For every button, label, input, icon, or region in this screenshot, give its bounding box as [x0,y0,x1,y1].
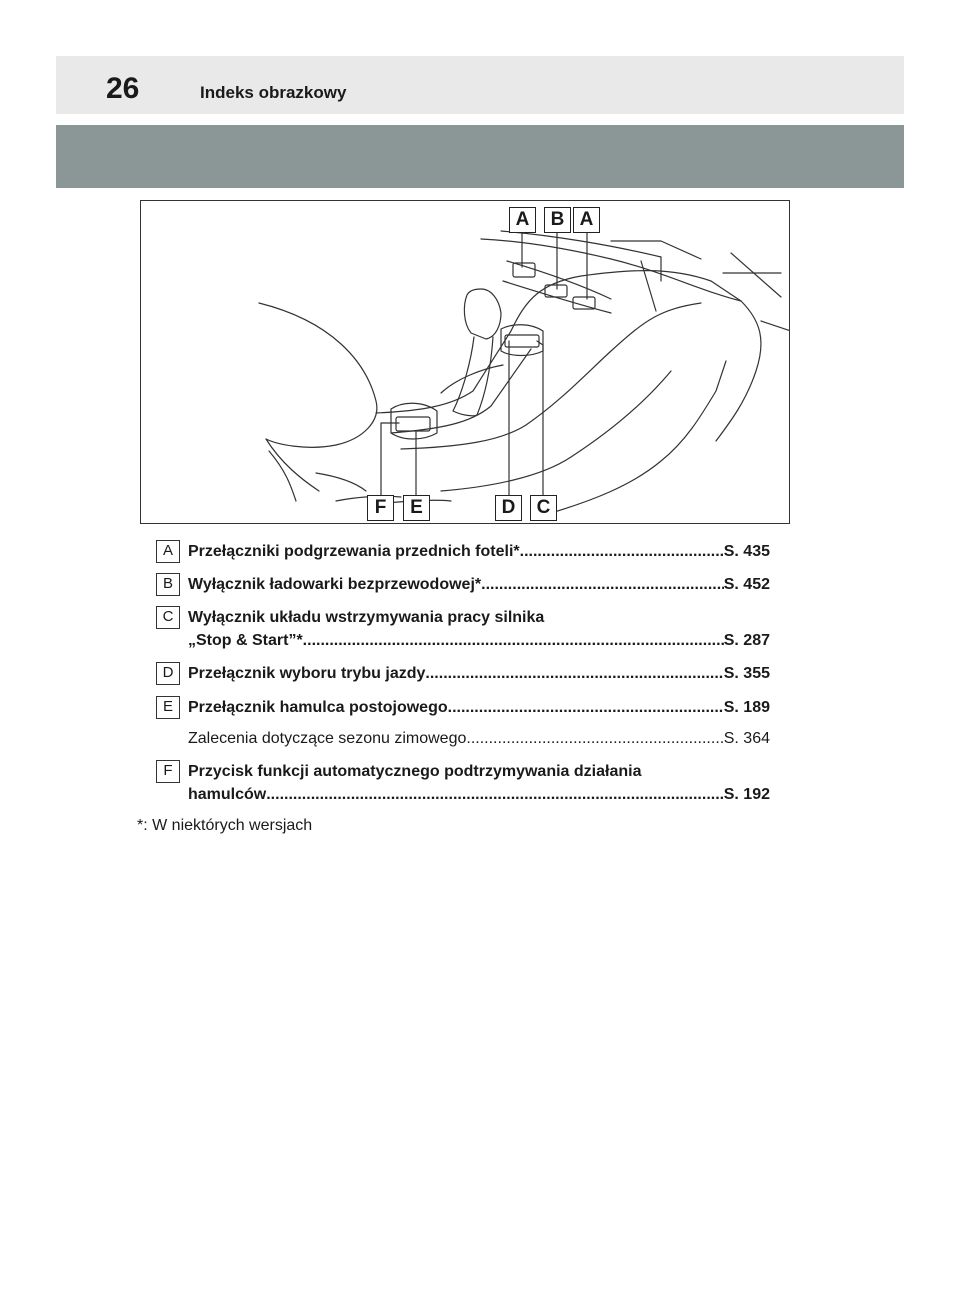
callout-bottom-d: D [495,495,522,521]
entry-key: D [156,662,180,685]
dot-leader [303,629,724,652]
entry-page-ref[interactable]: S. 452 [723,576,770,593]
entry-line: Przełączniki podgrzewania przednich fote… [188,540,770,563]
dot-leader [266,783,724,806]
header-band [56,125,904,188]
entry-page-ref[interactable]: S. 192 [723,786,770,803]
entry-text: Przełącznik wyboru trybu jazdy [188,665,426,682]
entry-c: C Wyłącznik układu wstrzymywania pracy s… [156,606,776,652]
entry-key: C [156,606,180,629]
dot-leader [481,573,724,596]
dot-leader [466,727,723,750]
entry-page-ref[interactable]: S. 189 [723,699,770,716]
dot-leader [425,662,723,685]
console-illustration: A B A F E D C [140,200,790,524]
entry-text: „Stop & Start”* [188,632,303,649]
callout-bottom-f: F [367,495,394,521]
entry-page-ref[interactable]: S. 364 [723,730,770,747]
entry-d: D Przełącznik wyboru trybu jazdy S. 355 [156,662,776,685]
entry-page-ref[interactable]: S. 287 [723,632,770,649]
console-drawing [258,228,789,514]
entry-text: Zalecenia dotyczące sezonu zimowego [188,730,467,747]
entry-text: Wyłącznik ładowarki bezprzewodowej* [188,576,482,593]
entry-a: A Przełączniki podgrzewania przednich fo… [156,540,776,563]
callout-top-a1: A [509,207,536,233]
entry-text: Wyłącznik układu wstrzymywania pracy sil… [188,609,545,626]
entry-line: Wyłącznik ładowarki bezprzewodowej* S. 4… [188,573,770,596]
entry-page-ref[interactable]: S. 435 [723,543,770,560]
page-number: 26 [106,72,140,105]
entry-line: Przełącznik hamulca postojowego S. 189 [188,696,770,719]
entry-key: A [156,540,180,563]
entry-page-ref[interactable]: S. 355 [723,665,770,682]
callout-bottom-c: C [530,495,557,521]
entry-key: E [156,696,180,719]
entry-text: Przycisk funkcji automatycznego podtrzym… [188,763,642,780]
dot-leader [520,540,724,563]
entry-line: Wyłącznik układu wstrzymywania pracy sil… [188,606,770,629]
section-title: Indeks obrazkowy [200,83,347,102]
callout-top-a2: A [573,207,600,233]
header-bar [56,56,904,114]
entry-key: F [156,760,180,783]
footnote: *: W niektórych wersjach [137,817,313,834]
entry-line: hamulców S. 192 [188,783,770,806]
entry-subline: Zalecenia dotyczące sezonu zimowego S. 3… [188,727,770,750]
entry-line: Przełącznik wyboru trybu jazdy S. 355 [188,662,770,685]
dot-leader [448,696,724,719]
callout-bottom-e: E [403,495,430,521]
entry-f: F Przycisk funkcji automatycznego podtrz… [156,760,776,806]
entry-e: E Przełącznik hamulca postojowego S. 189… [156,696,776,750]
entry-line: Przycisk funkcji automatycznego podtrzym… [188,760,770,783]
entry-text: Przełącznik hamulca postojowego [188,699,448,716]
entry-text: Przełączniki podgrzewania przednich fote… [188,543,520,560]
entry-text: hamulców [188,786,267,803]
entry-key: B [156,573,180,596]
entry-b: B Wyłącznik ładowarki bezprzewodowej* S.… [156,573,776,596]
callout-top-b: B [544,207,571,233]
entry-line: „Stop & Start”* S. 287 [188,629,770,652]
